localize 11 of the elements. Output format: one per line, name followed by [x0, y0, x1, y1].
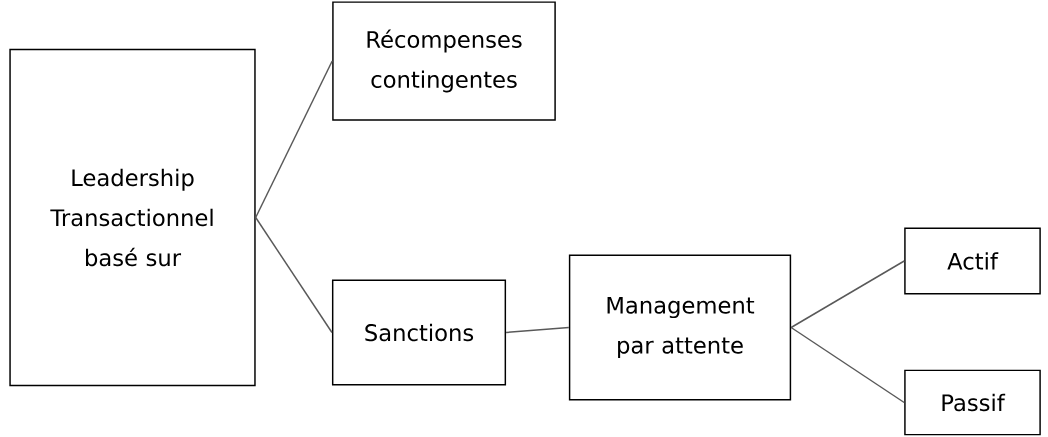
connector-line: [790, 326, 905, 404]
box: Récompenses contingentes: [332, 1, 556, 121]
box: Passif: [904, 369, 1041, 436]
box: Actif: [904, 227, 1041, 295]
box: Management par attente: [568, 254, 792, 401]
connector-line: [505, 326, 570, 334]
connector-line: [790, 260, 905, 329]
connector-line: [254, 216, 333, 334]
box: Sanctions: [331, 279, 507, 386]
box: Leadership Transactionnel basé sur: [9, 48, 256, 387]
connector-line: [254, 60, 333, 219]
